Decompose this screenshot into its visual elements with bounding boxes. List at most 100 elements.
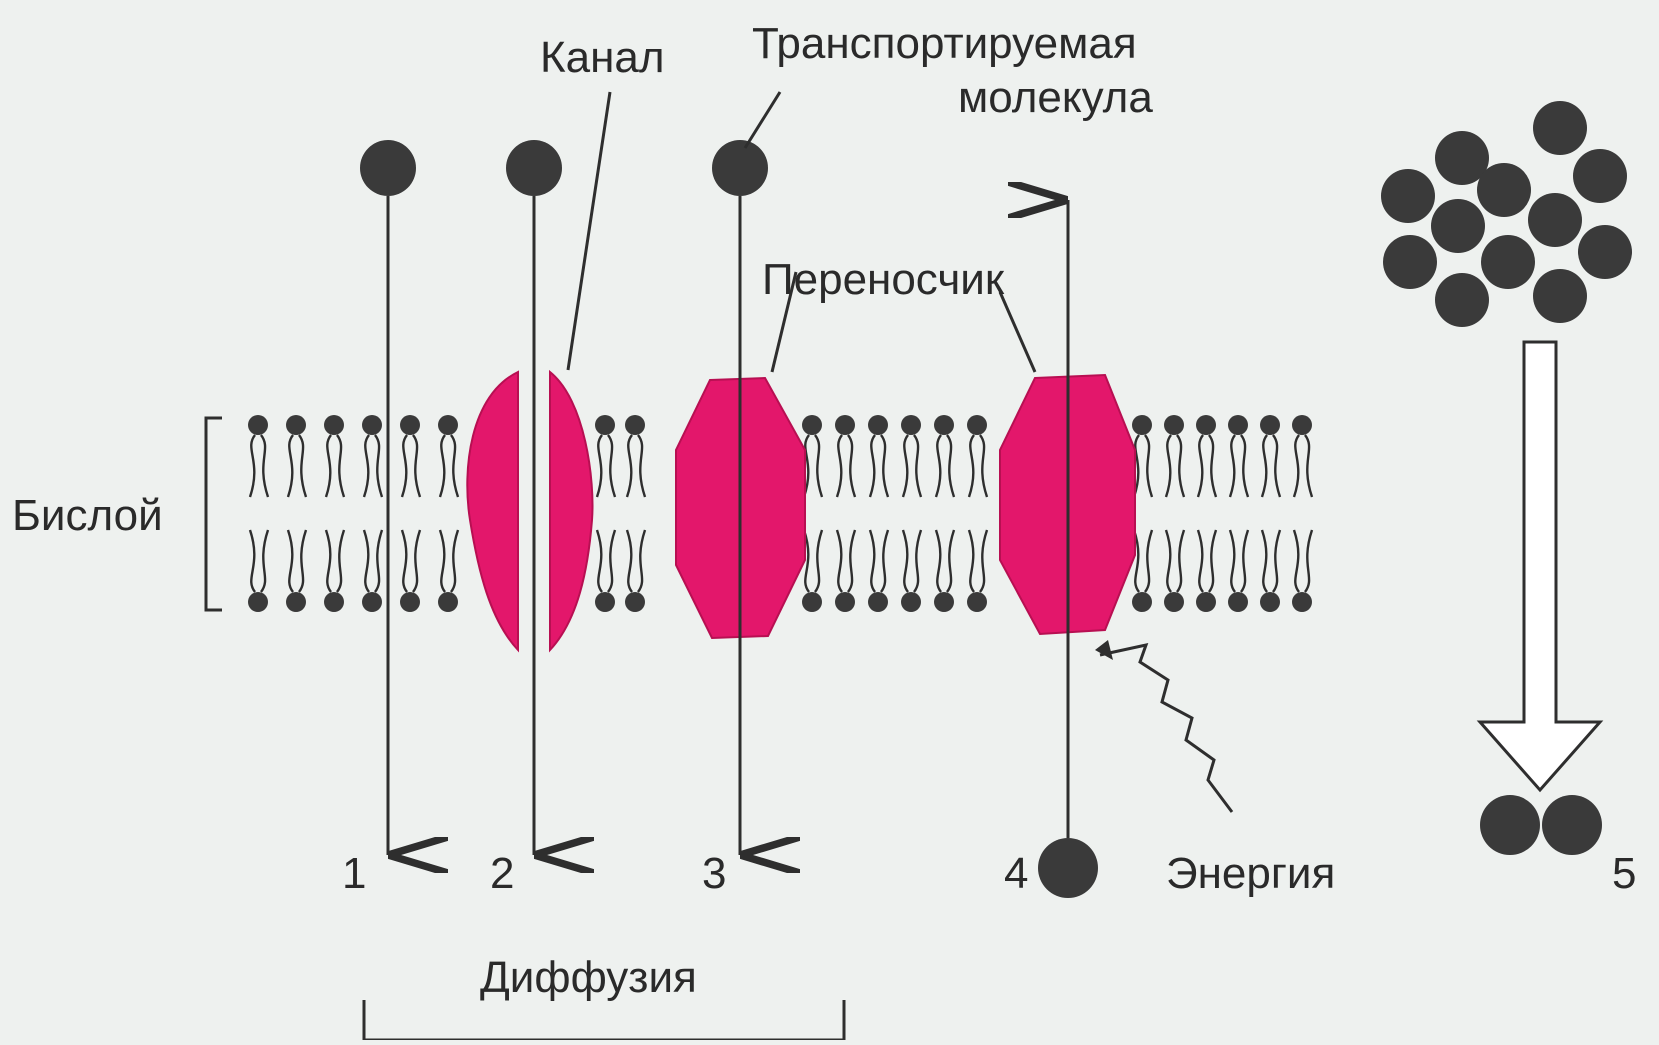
molecule-3 [712,140,768,196]
lipid-tail [1134,530,1152,592]
lipid-tail [627,435,645,497]
lipid-head [967,415,987,435]
lipid-head [286,415,306,435]
lipid-head [362,415,382,435]
molecule-2 [506,140,562,196]
lipid-head [1228,415,1248,435]
lipid-tail [627,530,645,592]
lipid-head [1196,592,1216,612]
lipid-tail [870,530,888,592]
lipid-head [1164,415,1184,435]
lipid-head [595,415,615,435]
lipid-tail [936,530,954,592]
lipid-head [967,592,987,612]
lipid-head [248,415,268,435]
cluster-molecule [1435,273,1489,327]
lipid-tail [969,530,987,592]
lipid-tail [288,435,306,497]
lipid-tail [326,530,344,592]
lipid-head [324,415,344,435]
cluster-molecule [1573,149,1627,203]
lipid-tail [440,435,458,497]
molecule-5b [1542,795,1602,855]
channel-pointer [568,92,610,370]
molecule-5a [1480,795,1540,855]
lipid-tail [837,530,855,592]
lipid-tail [402,435,420,497]
carrier-pointer-4 [1000,292,1035,372]
number-2: 2 [490,849,514,898]
lipid-head [835,592,855,612]
lipid-head [625,592,645,612]
lipid-head [438,592,458,612]
label-bilayer: Бислой [12,491,163,540]
lipid-head [362,592,382,612]
lipid-head [595,592,615,612]
lipid-head [286,592,306,612]
lipid-head [400,592,420,612]
lipid-tail [1134,435,1152,497]
lipid-tail [804,435,822,497]
lipid-head [1132,415,1152,435]
cluster-molecule [1528,193,1582,247]
cluster-molecule [1381,169,1435,223]
lipid-head [1132,592,1152,612]
label-carrier: Переносчик [762,255,1005,304]
lipid-tail [1198,530,1216,592]
bilayer-bracket [206,418,222,610]
lipid-tail [1166,530,1184,592]
label-transported-molecule-line2: молекула [958,73,1153,122]
lipid-head [934,592,954,612]
molecule-4 [1038,838,1098,898]
lipid-tail [804,530,822,592]
lipid-tail [597,530,615,592]
lipid-head [1292,415,1312,435]
lipid-head [1164,592,1184,612]
lipid-tail [1198,435,1216,497]
label-channel: Канал [540,33,665,82]
cluster-molecule [1578,225,1632,279]
lipid-tail [1166,435,1184,497]
lipid-head [901,415,921,435]
lipid-tail [326,435,344,497]
lipid-tail [1230,530,1248,592]
lipid-tail [288,530,306,592]
lipid-tail [1262,530,1280,592]
number-1: 1 [342,849,366,898]
lipid-head [1292,592,1312,612]
lipid-tail [250,530,268,592]
cluster-molecule [1431,199,1485,253]
channel-left-half [467,372,518,650]
cluster-molecule [1383,235,1437,289]
lipid-head [625,415,645,435]
channel-protein [467,372,592,650]
lipid-tail [936,435,954,497]
lipid-tail [870,435,888,497]
lipid-tail [969,435,987,497]
lipid-tail [364,435,382,497]
transported-molecule-pointer [745,92,780,148]
number-5: 5 [1612,849,1636,898]
lipid-head [901,592,921,612]
lipid-head [438,415,458,435]
lipid-head [802,415,822,435]
lipid-tail [837,435,855,497]
number-4: 4 [1004,849,1028,898]
lipid-head [835,415,855,435]
energy-arrowhead [1095,640,1113,660]
hollow-arrow-5 [1480,342,1600,790]
label-energy: Энергия [1166,849,1335,898]
lipid-tail [597,435,615,497]
lipid-tail [1294,435,1312,497]
number-3: 3 [702,849,726,898]
label-diffusion: Диффузия [480,953,697,1002]
label-transported-molecule-line1: Транспортируемая [752,19,1137,68]
channel-right-half [550,372,593,650]
molecule-cluster-5 [1381,101,1632,327]
cluster-molecule [1533,101,1587,155]
lipid-tail [250,435,268,497]
lipid-head [248,592,268,612]
energy-zigzag [1100,645,1232,812]
